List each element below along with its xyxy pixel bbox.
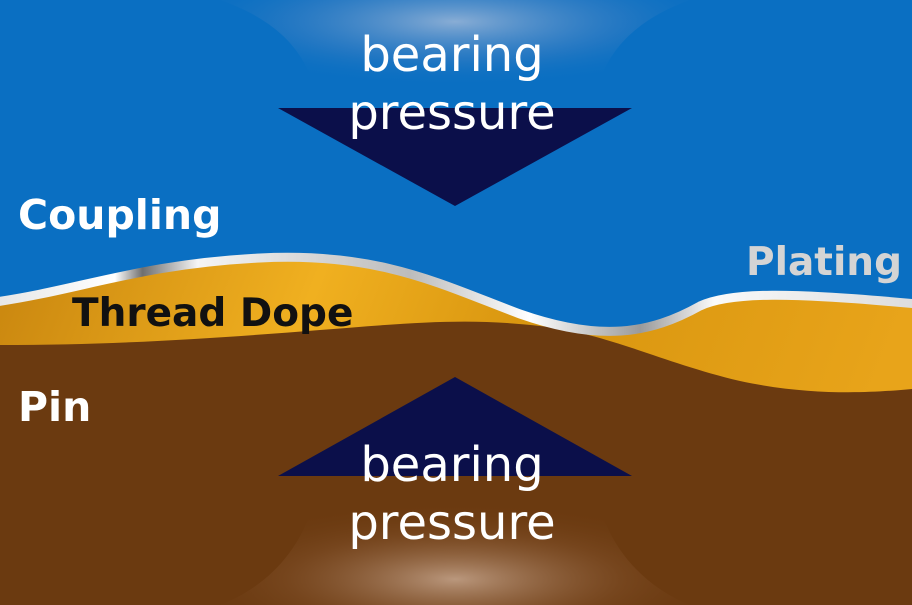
plating-layer [0, 252, 912, 336]
top-arrow-line1: bearing [360, 27, 544, 83]
top-arrow-label: bearing pressure [282, 26, 622, 142]
top-bearing-pressure-arrow [278, 108, 632, 206]
pin-label: Pin [18, 383, 92, 431]
bottom-arrow-line1: bearing [360, 437, 544, 493]
bottom-bearing-pressure-arrow [278, 377, 632, 476]
bottom-arrow-label: bearing pressure [282, 436, 622, 552]
bottom-arrow-halo [220, 476, 690, 605]
bottom-arrow-line2: pressure [348, 495, 556, 551]
top-arrow-line2: pressure [348, 85, 556, 141]
coupling-label: Coupling [18, 191, 222, 239]
top-arrow-halo [220, 0, 690, 108]
plating-label: Plating [746, 240, 902, 285]
thread-dope-label: Thread Dope [72, 291, 354, 336]
